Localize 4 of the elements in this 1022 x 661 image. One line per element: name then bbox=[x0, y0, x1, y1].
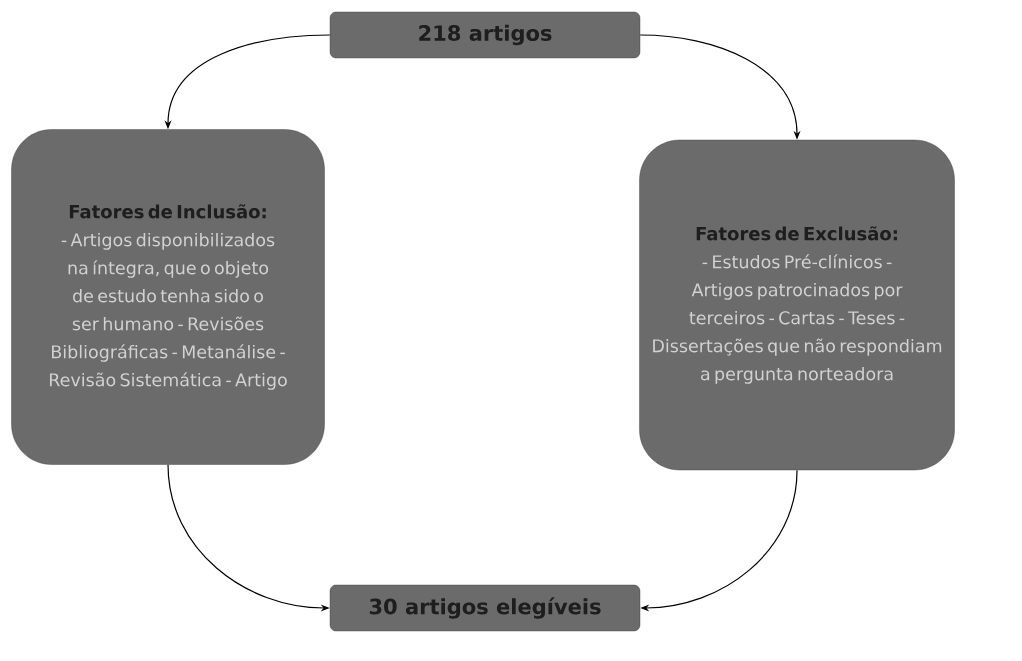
criteria-box: Fatores de Exclusão: - Estudos Pré-clínicos - Artigos patrocinados por terceiros - Cartas - Teses - Dissertações que não respondiam a pergunta norteadora bbox=[639, 139, 955, 471]
criteria-box: Fatores de Inclusão: - Artigos disponibilizados na íntegra, que o objeto de estudo tenha sido o ser humano - Revisões Bibliográficas - Metanálise - Revisão Sistemática - Artigo bbox=[11, 129, 325, 465]
count-box: 218 artigos bbox=[329, 11, 641, 59]
count-box: 30 artigos elegíveis bbox=[329, 584, 641, 632]
